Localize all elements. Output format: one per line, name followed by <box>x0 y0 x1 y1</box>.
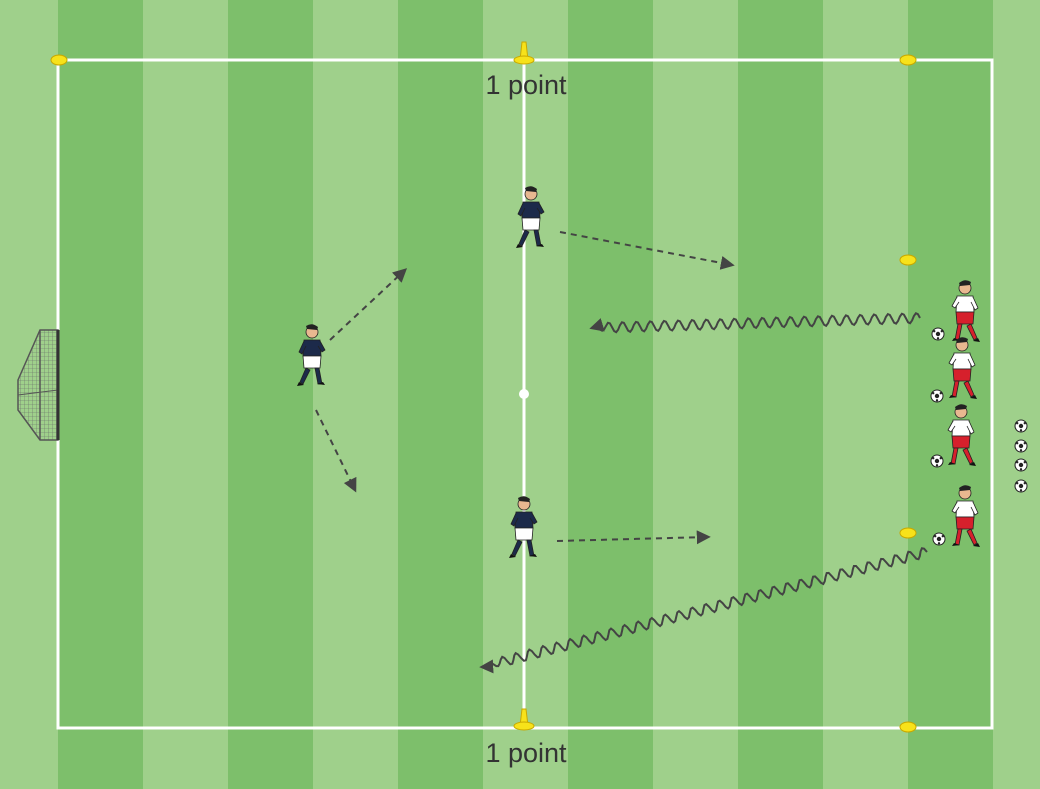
field-stripe <box>568 0 653 789</box>
ball-icon <box>1014 439 1028 453</box>
ball-icon <box>1014 419 1028 433</box>
field-stripe <box>908 0 993 789</box>
pass-arrows <box>315 231 735 545</box>
ball-icon <box>931 327 945 341</box>
players <box>297 186 980 558</box>
field-stripe <box>823 0 908 789</box>
dribble-arrow <box>589 312 921 334</box>
attacker-player <box>947 404 976 466</box>
pass-arrow <box>315 409 357 493</box>
cone-icon <box>899 527 917 539</box>
ball-icon <box>930 454 944 468</box>
defender-player <box>297 324 326 386</box>
cone-icon <box>899 54 917 66</box>
field-stripe <box>58 0 143 789</box>
goal-net <box>17 329 60 441</box>
pass-arrow <box>556 530 711 545</box>
field-stripe <box>228 0 313 789</box>
ball-icon <box>930 389 944 403</box>
defender-player <box>509 496 538 558</box>
cone-icon <box>899 254 917 266</box>
ball-icon <box>932 532 946 546</box>
field-stripe <box>738 0 823 789</box>
defender-player <box>516 186 545 248</box>
marker-cones <box>50 41 917 733</box>
field-stripe <box>398 0 483 789</box>
tall-cone-icon <box>513 41 535 65</box>
cone-icon <box>50 54 68 66</box>
field-stripe <box>313 0 398 789</box>
ball-icon <box>1014 479 1028 493</box>
field-stripe <box>653 0 738 789</box>
tall-cone-icon <box>513 708 535 731</box>
field-stripe <box>143 0 228 789</box>
bottom-point-label: 1 point <box>485 738 567 768</box>
cone-icon <box>899 721 917 733</box>
attacker-player <box>951 485 980 547</box>
attacker-player <box>948 337 977 399</box>
field-stripe <box>993 0 1040 789</box>
pass-arrow <box>559 231 735 270</box>
dribble-arrows <box>479 312 928 674</box>
ball-icon <box>1014 458 1028 472</box>
center-spot <box>519 389 529 399</box>
dribble-arrow <box>479 547 928 674</box>
attacker-player <box>951 280 980 342</box>
top-point-label: 1 point <box>485 70 567 100</box>
